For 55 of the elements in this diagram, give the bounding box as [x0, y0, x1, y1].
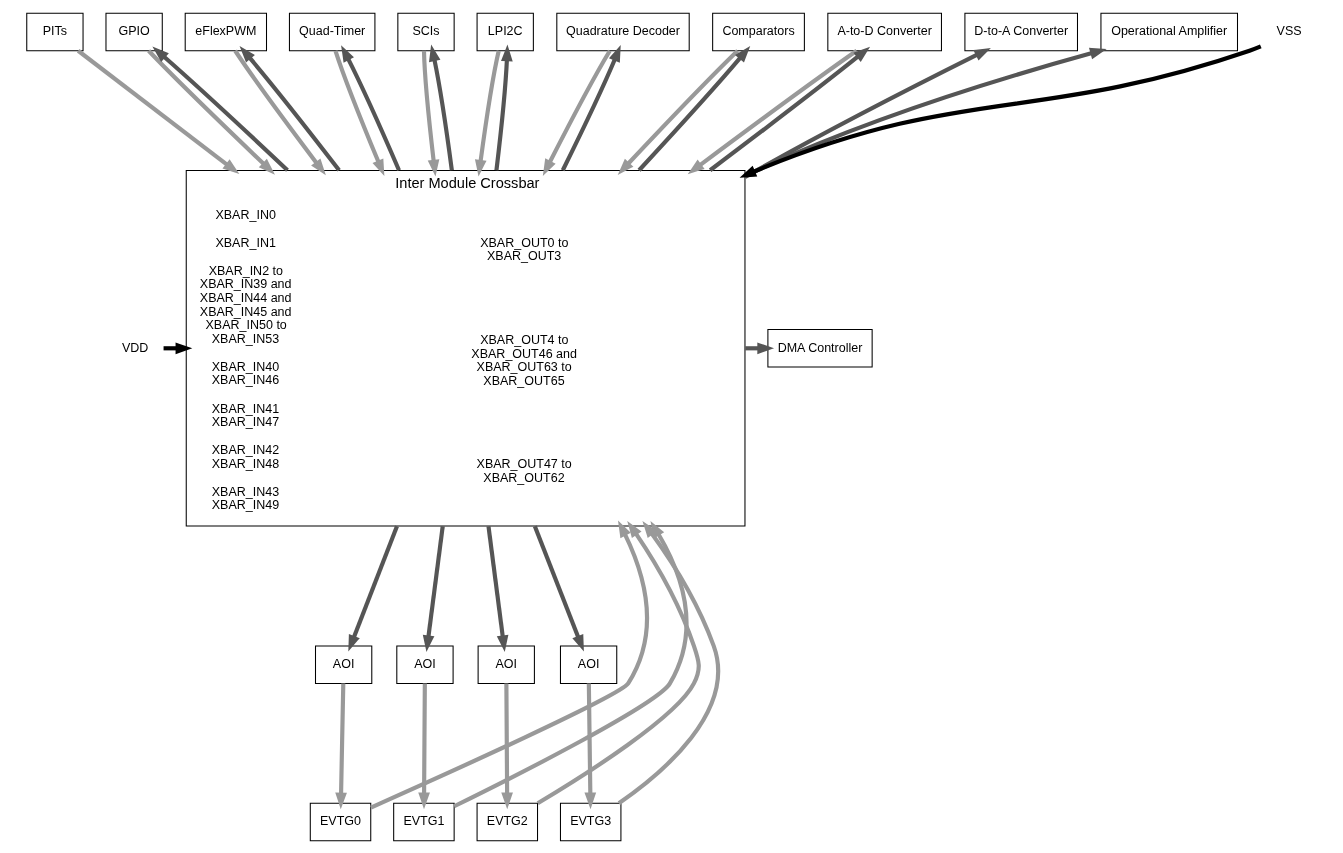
- arrow: [474, 49, 501, 177]
- arrow: [151, 46, 289, 172]
- node-box: Quadrature Decoder: [555, 12, 690, 51]
- arrow: [532, 524, 584, 652]
- node-box: Operational Amplifier: [1099, 12, 1238, 51]
- node-box: PITs: [25, 12, 84, 51]
- node-box: Quad-Timer: [288, 12, 375, 51]
- arrow: [536, 520, 701, 805]
- node-box: Inter Module Crossbar XBAR_IN0 XBAR_IN1 XBAR_IN2 to XBAR_IN39 and XBAR_IN44 and XBAR_IN45 and XBAR_IN50 to XBAR_IN53 XBAR_IN40 XBAR_IN46 XBAR_IN41 XBAR_IN47 XBAR_IN42 XBAR_IN48 XBAR_IN43 XBAR_IN49 XBAR_OUT0 to XBAR_OUT3 XBAR_OUT4 to XBAR_OUT46 and XBAR_OUT63 to XBAR_OUT65 XBAR_OUT47 to XBAR_OUT62: [185, 169, 745, 527]
- arrow: [333, 49, 384, 176]
- arrow: [493, 43, 513, 171]
- node-text: VDD: [121, 340, 148, 355]
- arrow: [708, 46, 870, 172]
- arrow: [146, 48, 275, 175]
- arrow: [617, 520, 720, 805]
- arrow: [637, 45, 750, 172]
- node-box: Comparators: [711, 12, 805, 51]
- node-box: EVTG3: [559, 802, 621, 841]
- node-box: AOI: [559, 644, 617, 684]
- arrow: [687, 48, 858, 174]
- arrow: [743, 47, 991, 179]
- arrow: [422, 525, 445, 652]
- arrow: [617, 48, 739, 175]
- arrow: [239, 45, 341, 172]
- arrow: [340, 44, 401, 171]
- node-box: A-to-D Converter: [826, 12, 942, 51]
- node-box: SCIs: [396, 12, 455, 51]
- node-box: AOI: [477, 644, 535, 684]
- arrow: [500, 683, 513, 809]
- arrow: [452, 520, 688, 808]
- arrow: [739, 43, 1262, 178]
- node-box: DMA Controller: [766, 328, 873, 368]
- node-box: EVTG2: [476, 802, 538, 841]
- arrow: [417, 683, 430, 809]
- arrow: [743, 47, 1107, 178]
- node-box: LPI2C: [476, 12, 534, 51]
- node-box: eFlexPWM: [184, 12, 267, 51]
- arrow: [76, 48, 239, 174]
- node-box: AOI: [395, 644, 454, 684]
- arrow: [347, 525, 399, 652]
- arrow: [369, 520, 649, 809]
- arrow: [542, 49, 612, 176]
- node-text: VSS: [1276, 23, 1302, 38]
- node-box: AOI: [314, 644, 372, 684]
- arrow: [428, 44, 454, 171]
- arrow: [421, 50, 439, 177]
- arrow: [560, 44, 621, 171]
- node-box: GPIO: [104, 12, 163, 51]
- node-box: EVTG0: [309, 802, 371, 841]
- arrow: [485, 525, 508, 652]
- node-box: D-to-A Converter: [963, 12, 1078, 51]
- arrow: [583, 683, 596, 809]
- arrow: [334, 682, 347, 809]
- node-box: EVTG1: [392, 802, 455, 841]
- arrow: [232, 49, 326, 175]
